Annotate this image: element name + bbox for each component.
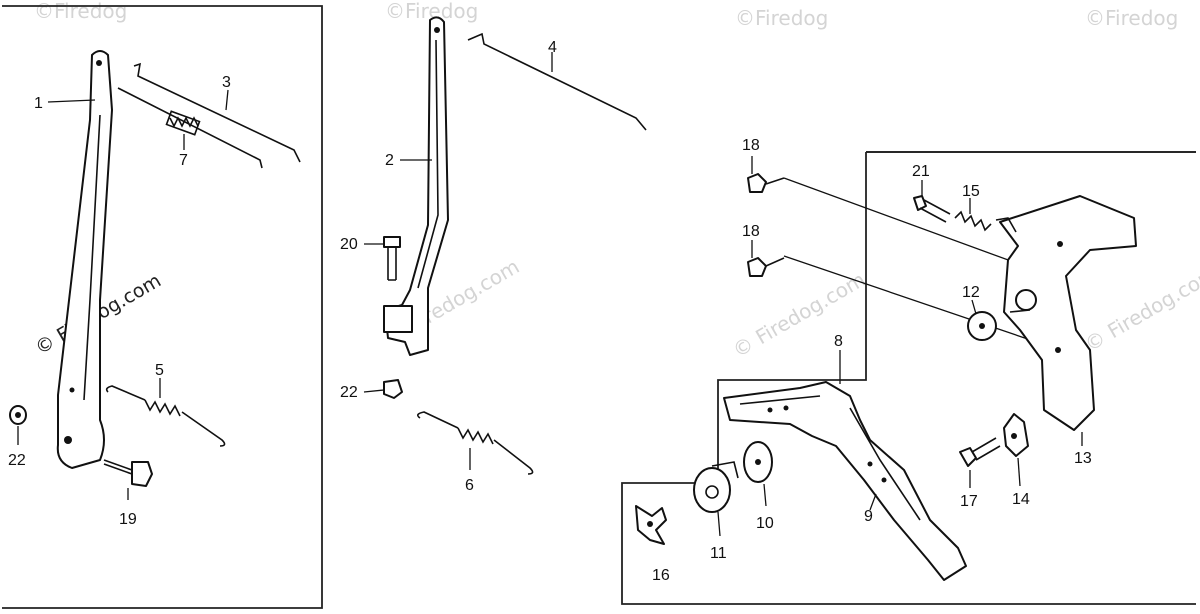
callout-22-left: 22 [8, 452, 26, 469]
frame-left [2, 5, 323, 609]
leader-22-mid [363, 389, 385, 393]
part-8-arm [723, 381, 967, 581]
callout-8: 8 [834, 333, 843, 350]
callout-6: 6 [465, 477, 474, 494]
callout-14: 14 [1012, 491, 1030, 508]
leader-11 [717, 511, 721, 537]
part-17-bolt [959, 437, 1001, 467]
callout-5: 5 [155, 362, 164, 379]
leader-14 [1017, 457, 1021, 487]
callout-21: 21 [912, 163, 930, 180]
callout-2: 2 [385, 152, 394, 169]
part-15-spring [954, 210, 992, 232]
callout-19: 19 [119, 511, 137, 528]
part-13-bracket [995, 195, 1137, 431]
callout-20: 20 [340, 236, 358, 253]
part-7-spring [165, 110, 201, 136]
leader-1 [47, 99, 96, 103]
part-3-rod [117, 62, 301, 169]
callout-9: 9 [864, 508, 873, 525]
part-12-washer [967, 311, 997, 341]
leader-3 [225, 89, 229, 111]
callout-18-bottom: 18 [742, 223, 760, 240]
part-22-nut-mid [383, 379, 403, 399]
part-4-rod [467, 32, 647, 131]
part-2-lever [383, 16, 449, 356]
watermark-right: © Firedog.com [729, 267, 870, 362]
part-20-bolt [383, 236, 401, 281]
part-10-washer [743, 441, 773, 483]
callout-11: 11 [710, 545, 727, 562]
part-14-clip [1003, 413, 1029, 457]
callout-16: 16 [652, 567, 670, 584]
callout-4: 4 [548, 39, 557, 56]
part-11-plate [693, 461, 739, 513]
callout-12: 12 [962, 284, 980, 301]
part-5-spring [105, 385, 226, 447]
watermark-top-1: ©Firedog [34, 0, 127, 23]
part-16-wingnut [635, 505, 667, 545]
part-6-spring [416, 411, 534, 475]
watermark-top-2: ©Firedog [385, 0, 478, 23]
part-18-bolt-top [747, 173, 1031, 269]
callout-10: 10 [756, 515, 774, 532]
part-21-bolt [913, 195, 951, 223]
leader-10 [763, 483, 767, 507]
callout-3: 3 [222, 74, 231, 91]
callout-22-mid: 22 [340, 384, 358, 401]
callout-1: 1 [34, 95, 43, 112]
leader-12 [971, 299, 977, 315]
callout-17: 17 [960, 493, 978, 510]
part-19-bolt [103, 459, 153, 487]
callout-7: 7 [179, 152, 188, 169]
watermark-far-right: © Firedog.com [1081, 261, 1200, 356]
callout-18-top: 18 [742, 137, 760, 154]
callout-15: 15 [962, 183, 980, 200]
part-18-bolt-bottom [747, 255, 1061, 351]
leader-9 [869, 493, 877, 511]
watermark-top-3: ©Firedog [735, 6, 828, 30]
part-22-nut-left [9, 405, 27, 425]
watermark-top-4: ©Firedog [1085, 6, 1178, 30]
part-1-lever [56, 50, 113, 469]
callout-13: 13 [1074, 450, 1092, 467]
